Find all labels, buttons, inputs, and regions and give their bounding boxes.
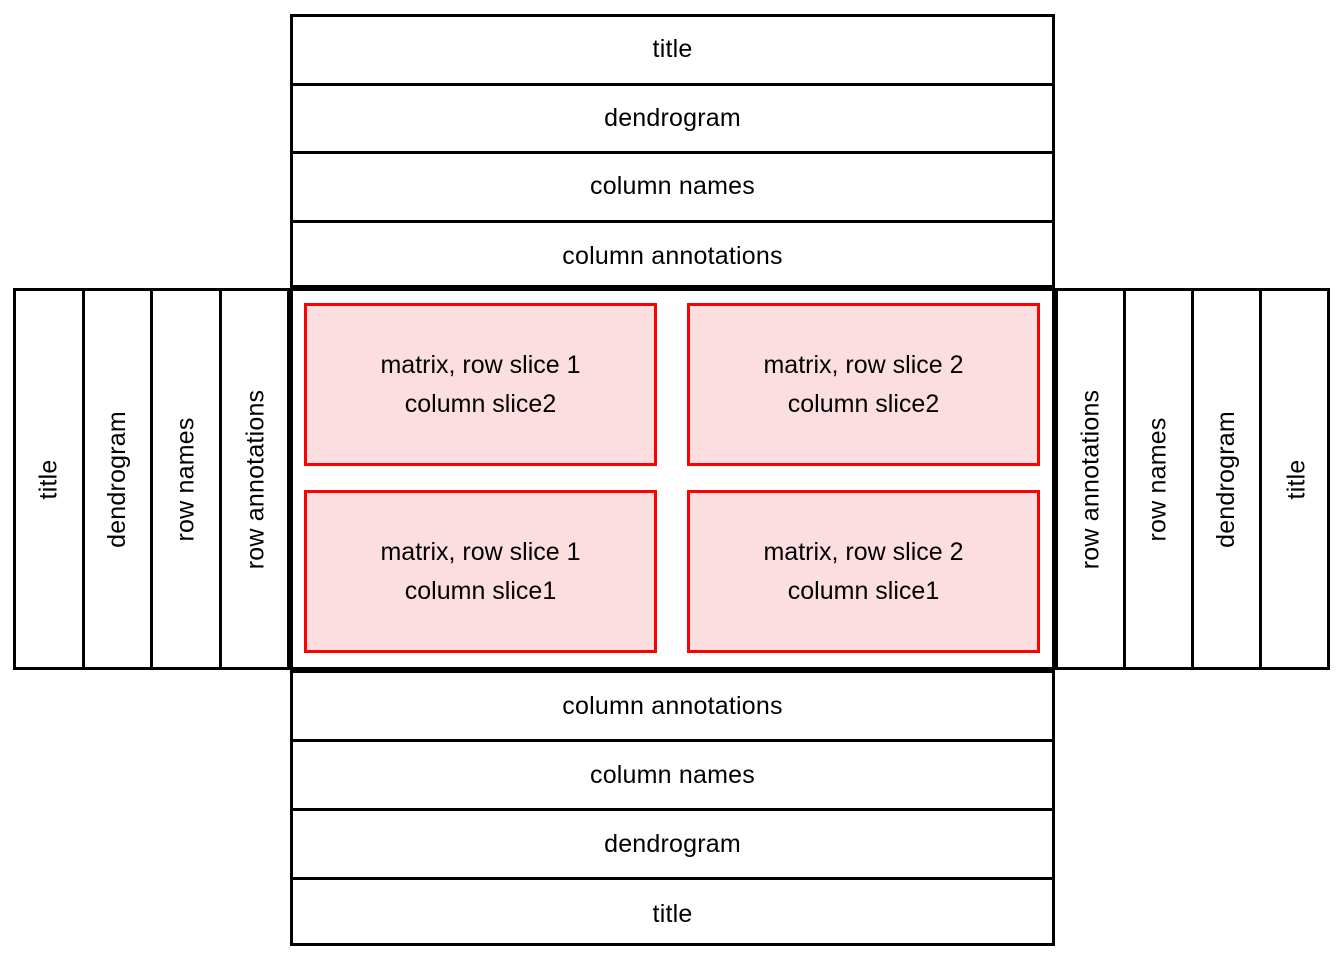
top-strip-column-names: column names: [293, 154, 1052, 223]
bottom-strip-dendrogram-label: dendrogram: [604, 829, 741, 858]
right-strip-row-names-label: row names: [1144, 416, 1173, 542]
matrix-cell-r2c1-line2: column slice1: [787, 576, 940, 605]
top-strip-title-label: title: [652, 35, 693, 64]
matrix-cell-r1c2[interactable]: matrix, row slice 1 column slice2: [304, 303, 657, 466]
right-strip-row-annotations-label: row annotations: [1076, 389, 1105, 569]
bottom-strip-title: title: [293, 880, 1052, 949]
right-strip-row-names: row names: [1126, 291, 1194, 667]
top-strip-column-annotations-label: column annotations: [562, 242, 783, 271]
matrix-cell-r2c1-line1: matrix, row slice 2: [763, 537, 964, 566]
matrix-cell-r2c2-line1: matrix, row slice 2: [763, 350, 964, 379]
right-strip-dendrogram-label: dendrogram: [1212, 410, 1240, 548]
matrix-cell-r2c2[interactable]: matrix, row slice 2 column slice2: [687, 303, 1040, 466]
left-strip-row-annotations: row annotations: [222, 291, 291, 667]
bottom-strip-column-annotations-label: column annotations: [562, 691, 783, 720]
right-annotation-stack: row annotations row names dendrogram tit…: [1055, 288, 1330, 670]
left-strip-row-names: row names: [153, 291, 222, 667]
right-strip-dendrogram: dendrogram: [1194, 291, 1262, 667]
bottom-strip-column-annotations: column annotations: [293, 673, 1052, 742]
bottom-strip-column-names-label: column names: [590, 760, 755, 789]
matrix-cell-r2c2-line2: column slice2: [787, 389, 940, 418]
left-strip-title-label: title: [34, 459, 63, 499]
matrix-cell-r2c1[interactable]: matrix, row slice 2 column slice1: [687, 490, 1040, 653]
matrix-region: matrix, row slice 1 column slice2 matrix…: [290, 288, 1055, 670]
right-strip-title-label: title: [1282, 459, 1310, 499]
matrix-cell-r1c2-line1: matrix, row slice 1: [380, 350, 581, 379]
top-strip-column-names-label: column names: [590, 172, 755, 201]
bottom-annotation-stack: column annotations column names dendrogr…: [290, 670, 1055, 946]
matrix-cell-r1c2-line2: column slice2: [404, 389, 557, 418]
left-strip-row-annotations-label: row annotations: [241, 389, 270, 569]
top-strip-title: title: [293, 17, 1052, 86]
top-strip-dendrogram: dendrogram: [293, 86, 1052, 154]
right-strip-title: title: [1262, 291, 1331, 667]
bottom-strip-dendrogram: dendrogram: [293, 811, 1052, 880]
left-strip-title: title: [16, 291, 85, 667]
left-annotation-stack: title dendrogram row names row annotatio…: [13, 288, 290, 670]
left-strip-dendrogram: dendrogram: [85, 291, 153, 667]
matrix-cell-r1c1-line1: matrix, row slice 1: [380, 537, 581, 566]
bottom-strip-title-label: title: [652, 900, 693, 928]
top-annotation-stack: title dendrogram column names column ann…: [290, 14, 1055, 288]
matrix-cell-r1c1-line2: column slice1: [404, 576, 557, 605]
right-strip-row-annotations: row annotations: [1058, 291, 1126, 667]
left-strip-dendrogram-label: dendrogram: [102, 410, 131, 548]
bottom-strip-column-names: column names: [293, 742, 1052, 811]
matrix-cell-r1c1[interactable]: matrix, row slice 1 column slice1: [304, 490, 657, 653]
left-strip-row-names-label: row names: [171, 416, 200, 542]
top-strip-column-annotations: column annotations: [293, 223, 1052, 292]
top-strip-dendrogram-label: dendrogram: [604, 103, 741, 132]
